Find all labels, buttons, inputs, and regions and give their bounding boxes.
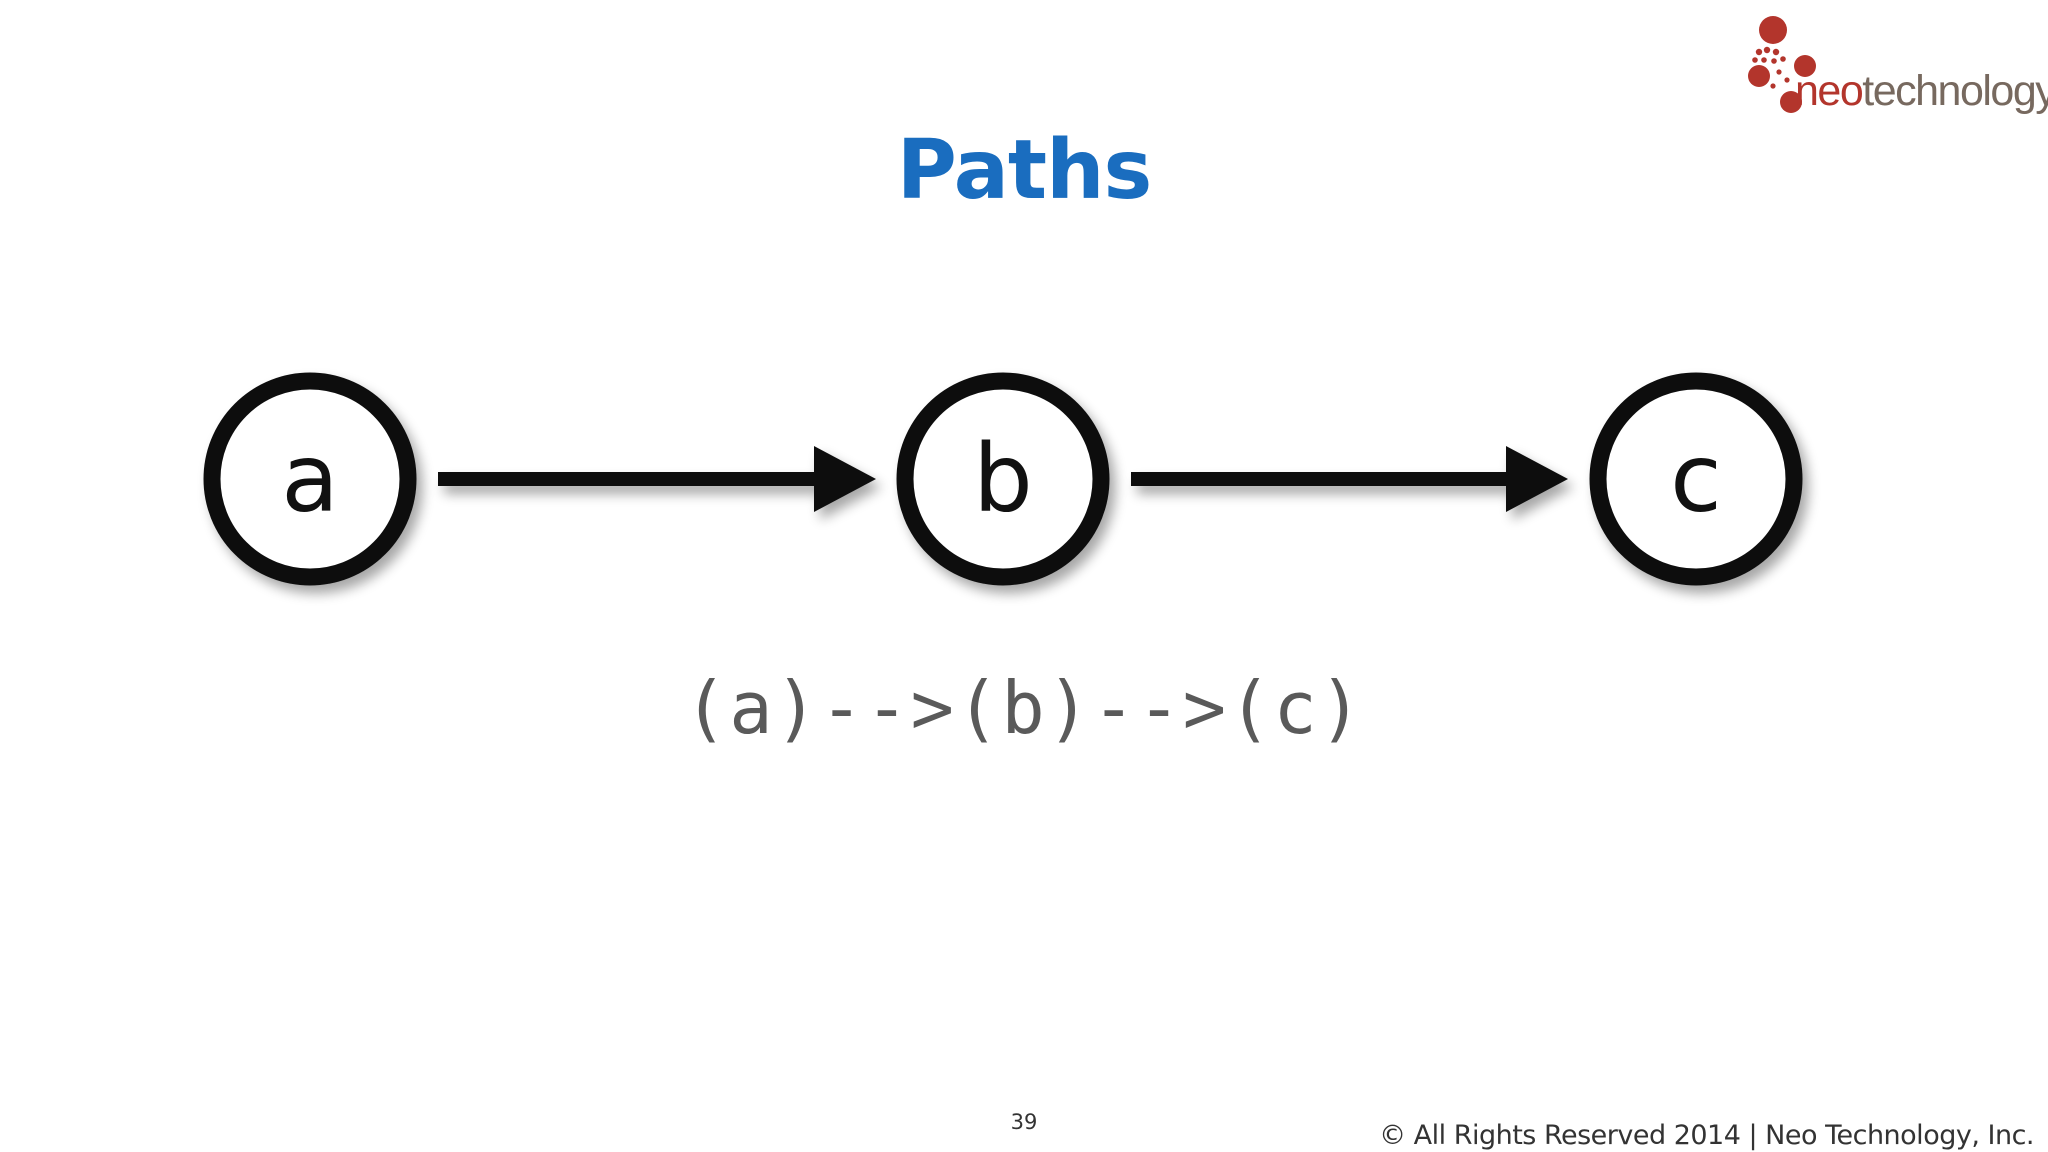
- logo-wordmark-suffix: technology: [1862, 67, 2048, 115]
- node-b-label: b: [973, 425, 1033, 534]
- logo-dot-small: [1780, 56, 1786, 62]
- logo-dot-small: [1770, 83, 1776, 89]
- node-a-label: a: [281, 425, 339, 534]
- page-title: Paths: [896, 123, 1153, 218]
- node-a-circle: [203, 372, 417, 586]
- logo-dot-small: [1752, 57, 1758, 63]
- logo-dot-large-bottom: [1780, 91, 1802, 113]
- cypher-pattern: (a)-->(b)-->(c): [683, 666, 1365, 750]
- node-b: [896, 372, 1110, 586]
- edge-a-to-b: [438, 446, 876, 512]
- node-c: [1589, 372, 1803, 586]
- logo-dot-small: [1772, 48, 1780, 56]
- node-a: [203, 372, 417, 586]
- node-b-circle: [896, 372, 1110, 586]
- edge-b-to-c-arrowhead-icon: [1506, 446, 1568, 512]
- logo-dot-large-right: [1794, 55, 1816, 77]
- page-number: 39: [1010, 1110, 1038, 1134]
- edge-b-to-c: [1131, 446, 1568, 512]
- copyright-notice: © All Rights Reserved 2014 | Neo Technol…: [1379, 1120, 2034, 1151]
- edge-a-to-b-arrowhead-icon: [814, 446, 876, 512]
- neo-technology-logo-icon: [1748, 16, 1816, 113]
- logo-wordmark-prefix: neo: [1795, 67, 1864, 115]
- logo-dot-small: [1771, 58, 1777, 64]
- logo-dot-small: [1761, 57, 1767, 63]
- logo-wordmark: neotechnology: [1795, 70, 2048, 113]
- node-c-label: c: [1670, 425, 1722, 534]
- logo-dot-small: [1784, 77, 1790, 83]
- logo-dot-small: [1755, 48, 1763, 56]
- logo-dot-small: [1763, 46, 1771, 54]
- node-c-circle: [1589, 372, 1803, 586]
- logo-dot-small: [1776, 69, 1782, 75]
- logo-dot-large-top: [1759, 16, 1787, 44]
- logo-dot-large-left: [1748, 65, 1770, 87]
